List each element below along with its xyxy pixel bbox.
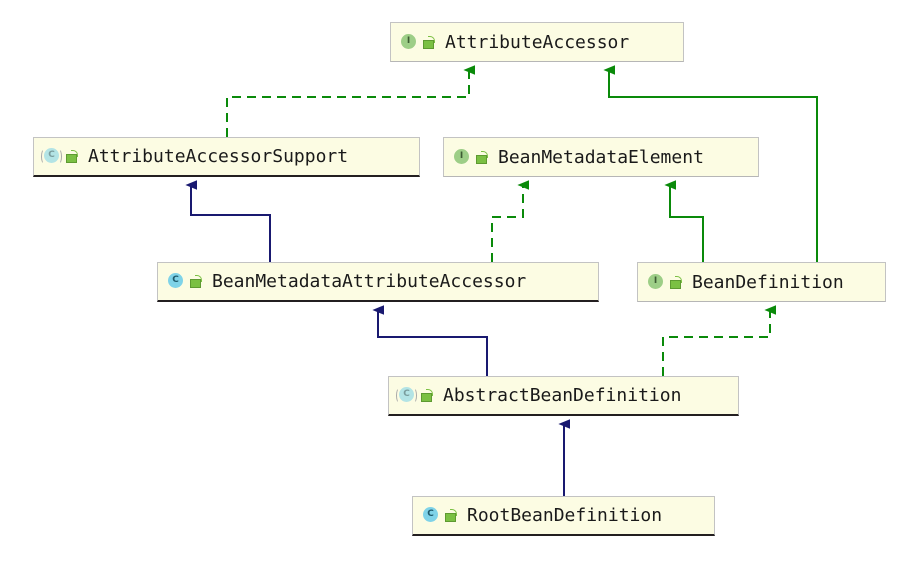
uml-node-label: AttributeAccessorSupport <box>88 146 349 167</box>
abstract-class-icon: C <box>41 147 62 166</box>
type-icon-letter: I <box>454 148 469 164</box>
public-unlock-icon <box>419 387 434 404</box>
lock-shackle <box>195 275 202 282</box>
public-unlock-icon <box>421 34 436 51</box>
uml-node-root-bean-definition[interactable]: C RootBeanDefinition <box>412 496 715 536</box>
node-icon-group: C <box>396 386 434 405</box>
lock-shackle <box>675 275 682 283</box>
public-unlock-icon <box>668 274 683 291</box>
node-icon-group: C <box>166 272 203 291</box>
node-icon-group: I <box>452 148 489 167</box>
lock-shackle <box>481 150 488 158</box>
lock-body <box>445 513 456 522</box>
node-icon-group: C <box>41 147 79 166</box>
public-unlock-icon <box>474 149 489 166</box>
type-icon-letter: C <box>399 387 414 402</box>
uml-node-abstract-bean-definition[interactable]: C AbstractBeanDefinition <box>388 376 739 416</box>
lock-shackle <box>450 509 457 516</box>
interface-icon: I <box>399 33 418 52</box>
uml-node-label: BeanMetadataElement <box>498 146 704 168</box>
uml-node-label: BeanMetadataAttributeAccessor <box>212 271 527 292</box>
node-icon-group: C <box>421 506 458 525</box>
lock-body <box>670 279 681 289</box>
interface-icon: I <box>452 148 471 167</box>
uml-node-bean-metadata-attribute-accessor[interactable]: C BeanMetadataAttributeAccessor <box>157 262 599 302</box>
uml-node-label: AbstractBeanDefinition <box>443 385 682 406</box>
type-icon-letter: I <box>648 273 663 289</box>
lock-body <box>190 279 201 288</box>
uml-edge-abd-extends-bmaa <box>372 305 488 376</box>
public-unlock-icon <box>443 507 458 524</box>
node-icon-group: I <box>399 33 436 52</box>
lock-body <box>66 154 77 163</box>
type-icon-letter: C <box>44 148 59 163</box>
node-icon-group: I <box>646 273 683 292</box>
abstract-class-icon: C <box>396 386 417 405</box>
uml-edge-bmaa-extends-aas <box>185 180 271 262</box>
lock-shackle <box>426 389 433 396</box>
uml-node-attribute-accessor-support[interactable]: C AttributeAccessorSupport <box>33 137 420 177</box>
lock-body <box>476 154 487 164</box>
uml-edge-bmaa-implements-bme <box>491 180 529 262</box>
uml-node-bean-definition[interactable]: I BeanDefinition <box>637 262 886 302</box>
uml-node-label: AttributeAccessor <box>445 31 630 53</box>
uml-node-bean-metadata-element[interactable]: I BeanMetadataElement <box>443 137 759 177</box>
uml-node-attribute-accessor[interactable]: I AttributeAccessor <box>390 22 684 62</box>
class-icon: C <box>421 506 440 525</box>
public-unlock-icon <box>188 273 203 290</box>
type-icon-letter: I <box>401 33 416 49</box>
uml-node-label: RootBeanDefinition <box>467 505 663 526</box>
lock-shackle <box>71 150 78 157</box>
lock-body <box>423 39 434 49</box>
public-unlock-icon <box>64 148 79 165</box>
lock-body <box>421 393 432 402</box>
uml-edge-bd-extends-bme <box>664 180 704 262</box>
uml-node-label: BeanDefinition <box>692 271 844 293</box>
lock-shackle <box>428 35 435 43</box>
type-icon-letter: C <box>423 507 438 522</box>
interface-icon: I <box>646 273 665 292</box>
type-icon-letter: C <box>168 273 183 288</box>
class-icon: C <box>166 272 185 291</box>
uml-edge-aas-implements-aa <box>226 65 475 137</box>
uml-edge-abd-implements-bd <box>662 305 776 376</box>
